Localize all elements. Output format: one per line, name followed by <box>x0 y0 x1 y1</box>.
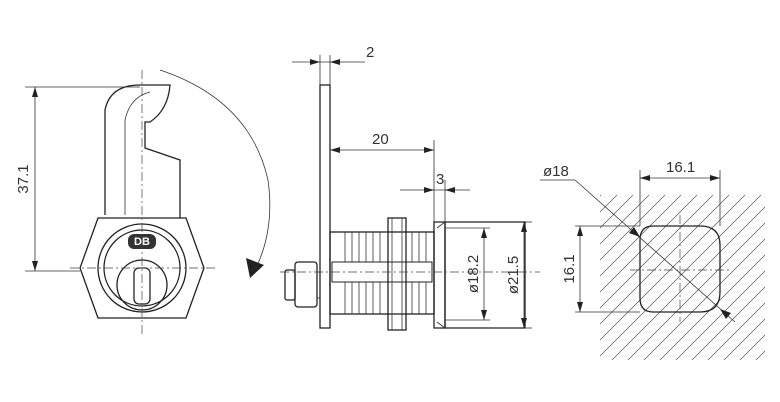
cutout-shape <box>639 225 721 313</box>
hatch-line <box>723 318 765 360</box>
dim-label-2: 2 <box>366 44 374 61</box>
dim-label-cutout-18: ø18 <box>543 163 569 180</box>
leader-18 <box>574 179 736 323</box>
dim-label-37-1: 37.1 <box>15 164 32 193</box>
hatch-line <box>600 195 746 341</box>
cam-inner-line <box>124 91 151 215</box>
hatch-line <box>600 195 650 245</box>
hatch-line <box>659 254 765 360</box>
mounting-plate <box>319 84 331 329</box>
hatch-line <box>611 206 765 360</box>
side-nut <box>387 217 407 331</box>
hatch-line <box>643 238 765 360</box>
hatch-line <box>600 195 634 229</box>
cam-screw-head <box>294 261 318 308</box>
dim-label-3: 3 <box>436 171 444 188</box>
hatch-line <box>739 334 765 360</box>
hatch-line <box>600 195 714 309</box>
rotation-arrowhead <box>246 258 264 278</box>
cutout-view: ø18 16.1 16.1 <box>540 159 780 360</box>
panel-hatching <box>600 195 780 360</box>
hatch-line <box>675 270 765 360</box>
hatch-line <box>772 195 780 360</box>
dim-label-18-2: ø18.2 <box>465 255 482 293</box>
head-flange <box>433 221 446 329</box>
front-view: DB 37.1 <box>15 69 271 335</box>
hatch-line <box>600 195 682 277</box>
hex-nut <box>79 217 205 319</box>
hatch-line <box>691 286 765 360</box>
hatch-line <box>707 302 765 360</box>
dim-label-cutout-h: 16.1 <box>666 159 695 176</box>
dim-label-20: 20 <box>372 131 389 148</box>
dim-label-cutout-v: 16.1 <box>561 254 578 283</box>
hatch-line <box>600 195 698 293</box>
rotation-arc <box>159 69 271 271</box>
hatch-line <box>600 195 762 357</box>
cam-screw-tip <box>284 269 296 301</box>
hatch-line <box>600 195 666 261</box>
cam-outline <box>104 84 181 218</box>
hatch-line <box>600 195 730 325</box>
hatch-line <box>755 350 765 360</box>
hatch-line <box>627 222 765 360</box>
side-view: 2 20 3 ø18.2 ø21.5 <box>280 44 540 331</box>
dim-label-21-5: ø21.5 <box>505 256 522 294</box>
